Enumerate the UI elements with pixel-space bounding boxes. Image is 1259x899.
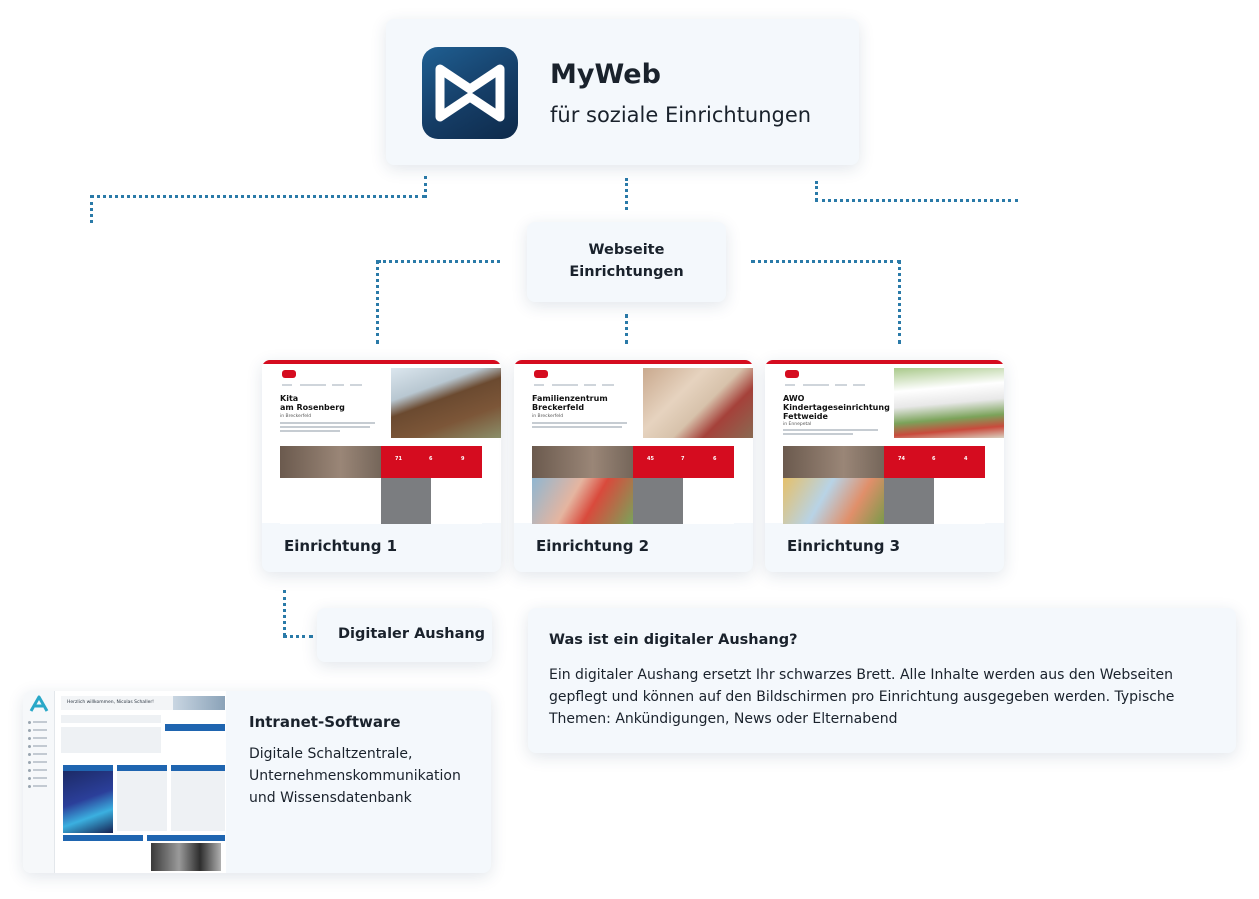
facility-stat: 9 (461, 456, 465, 462)
facility-stat: 6 (429, 456, 433, 462)
intranet-logo-icon (29, 695, 49, 712)
intranet-greeting: Herzlich willkommen, Nicolas Schaller! (67, 700, 154, 705)
connector-mid-left-horizontal (378, 260, 500, 263)
connector-top-left-drop (90, 195, 93, 223)
connector-aushang-horizontal (283, 635, 313, 638)
myweb-card: MyWeb für soziale Einrichtungen (386, 19, 859, 165)
connector-aushang-vertical (283, 590, 286, 636)
facility-caption: Einrichtung 1 (284, 537, 398, 555)
facility-heading: Familienzentrum Breckerfeld (532, 394, 608, 412)
facility-heading: AWO Kindertageseinrichtung Fettweide (783, 394, 890, 421)
facility-stat: 7 (681, 456, 685, 462)
facility-website-screenshot: Kita am Rosenberg in Breckerfeld 71 6 9 (262, 360, 501, 524)
info-title: Was ist ein digitaler Aushang? (549, 632, 798, 648)
facility-website-screenshot: Familienzentrum Breckerfeld in Breckerfe… (514, 360, 753, 524)
connector-mid-right-horizontal (751, 260, 901, 263)
facility-card-2[interactable]: Familienzentrum Breckerfeld in Breckerfe… (514, 360, 753, 572)
connector-mid-right-vertical (898, 260, 901, 344)
facility-photo (391, 368, 501, 438)
intranet-screenshot: Herzlich willkommen, Nicolas Schaller! (23, 691, 226, 873)
info-text: Ein digitaler Aushang ersetzt Ihr schwar… (549, 667, 1175, 727)
myweb-subtitle: für soziale Einrichtungen (550, 103, 812, 127)
facility-place: in Breckerfeld (532, 414, 564, 419)
einrichtungen-label: Einrichtungen (569, 264, 684, 280)
facility-stat: 45 (647, 456, 654, 462)
digitaler-aushang-card: Digitaler Aushang (317, 608, 492, 662)
myweb-title: MyWeb (550, 59, 661, 90)
digitaler-aushang-info-card: Was ist ein digitaler Aushang? Ein digit… (528, 608, 1236, 753)
intranet-title: Intranet-Software (249, 713, 401, 731)
facility-caption: Einrichtung 3 (787, 537, 901, 555)
connector-top-left-vertical (424, 176, 427, 198)
facility-stat: 6 (932, 456, 936, 462)
connector-mid-left-vertical (376, 260, 379, 344)
facility-heading: Kita am Rosenberg (280, 394, 345, 412)
connector-top-center (625, 178, 628, 210)
facility-stat: 4 (964, 456, 968, 462)
digitaler-aushang-label: Digitaler Aushang (338, 626, 486, 642)
connector-mid-center (625, 314, 628, 344)
facility-stat: 6 (713, 456, 717, 462)
facility-website-screenshot: AWO Kindertageseinrichtung Fettweide in … (765, 360, 1004, 524)
facility-caption: Einrichtung 2 (536, 537, 650, 555)
connector-top-left-horizontal (90, 195, 426, 198)
intranet-description: Digitale Schaltzentrale, Unternehmenskom… (249, 746, 461, 806)
facility-stat: 74 (898, 456, 905, 462)
connector-top-right-vertical (815, 181, 818, 201)
facility-photo (894, 368, 1004, 438)
facility-stat: 71 (395, 456, 402, 462)
webseite-label: Webseite (588, 242, 665, 258)
facility-place: in Breckerfeld (280, 414, 312, 419)
facility-card-3[interactable]: AWO Kindertageseinrichtung Fettweide in … (765, 360, 1004, 572)
intranet-software-card[interactable]: Herzlich willkommen, Nicolas Schaller! I… (23, 691, 491, 873)
connector-top-right-horizontal (815, 199, 1018, 202)
myweb-bowtie-logo-icon (422, 47, 518, 139)
facility-card-1[interactable]: Kita am Rosenberg in Breckerfeld 71 6 9 … (262, 360, 501, 572)
facility-photo (643, 368, 753, 438)
webseite-einrichtungen-card: Webseite Einrichtungen (527, 222, 726, 302)
facility-place: in Ennepetal (783, 422, 812, 427)
